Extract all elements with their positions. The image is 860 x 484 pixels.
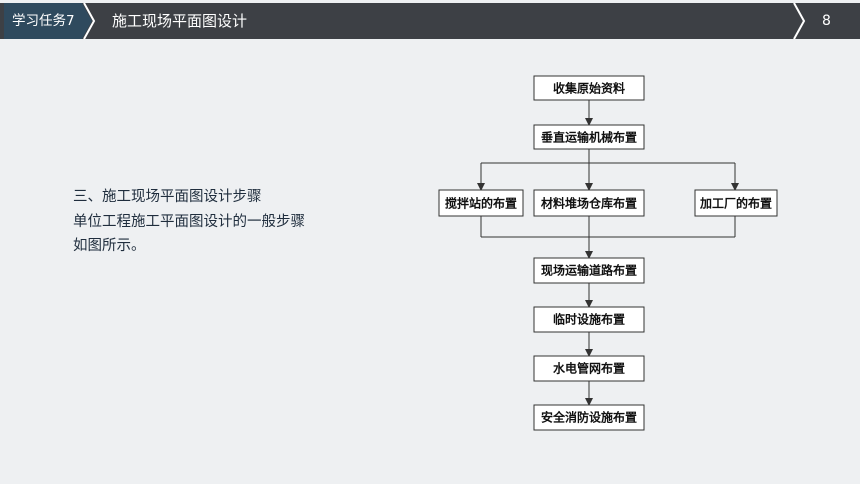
flow-label-fire-safety: 安全消防设施布置 <box>541 410 637 425</box>
flow-box-fire-safety <box>533 404 645 431</box>
flow-label-water-power: 水电管网布置 <box>553 361 625 376</box>
task-label: 学习任务7 <box>12 13 75 29</box>
flow-box-temporary-facilities <box>533 306 645 333</box>
task-tag: 学习任务7 <box>4 3 96 39</box>
flow-label-processing-plant: 加工厂的布置 <box>699 196 772 211</box>
flow-label-vertical-transport: 垂直运输机械布置 <box>541 130 637 145</box>
flow-label-collect-data: 收集原始资料 <box>553 81 625 96</box>
flow-box-material-yard <box>533 189 645 217</box>
flow-box-processing-plant <box>694 189 778 217</box>
flow-label-material-yard: 材料堆场仓库布置 <box>540 196 637 211</box>
intro-line-2: 单位工程施工平面图设计的一般步骤 <box>73 213 305 230</box>
header-bar <box>0 3 860 39</box>
flow-label-mixing-station: 搅拌站的布置 <box>445 196 517 211</box>
flow-box-mixing-station <box>438 189 524 217</box>
flow-label-temporary-facilities: 临时设施布置 <box>553 312 625 327</box>
flow-box-vertical-transport <box>533 124 645 150</box>
flow-box-water-power <box>533 355 645 382</box>
task-tag-chevron <box>4 3 96 39</box>
flow-label-site-roads: 现场运输道路布置 <box>541 263 637 278</box>
intro-line-1: 三、施工现场平面图设计步骤 <box>73 189 262 205</box>
chevron-right-icon <box>793 3 806 39</box>
intro-line-3: 如图所示。 <box>73 238 146 254</box>
flow-box-collect-data <box>533 75 645 101</box>
page-number: 8 <box>822 13 831 29</box>
intro-text: 三、施工现场平面图设计步骤 单位工程施工平面图设计的一般步骤 如图所示。 <box>73 185 305 259</box>
page-title: 施工现场平面图设计 <box>112 12 248 30</box>
flow-box-site-roads <box>533 257 645 284</box>
